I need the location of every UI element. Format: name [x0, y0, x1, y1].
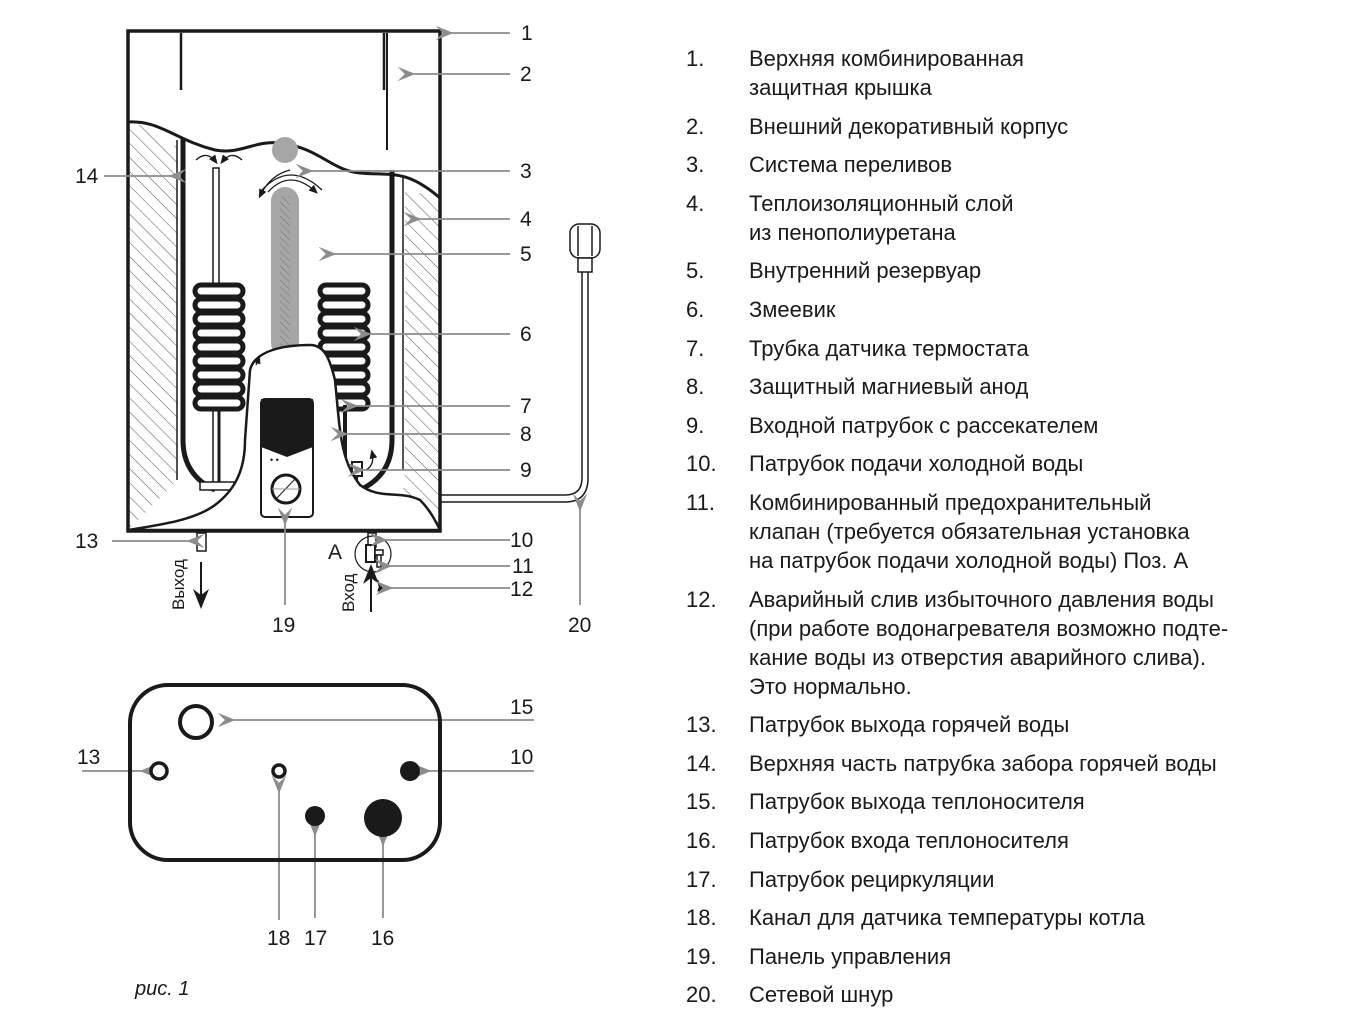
legend-item: 19.Панель управления: [686, 943, 952, 969]
svg-text:• •: • •: [270, 455, 279, 465]
legend-item: 11.Комбинированный предохранительный кла…: [686, 489, 1190, 573]
legend-item: 18.Канал для датчика температуры котла: [686, 905, 1145, 931]
control-panel: • •: [127, 343, 443, 532]
cold-water-inlet-hole: [400, 761, 420, 781]
callout-6: 6: [520, 323, 532, 346]
safety-valve: [354, 532, 392, 612]
callout-1: 1: [521, 22, 533, 45]
callout-7: 7: [520, 395, 532, 418]
power-cord: [440, 223, 601, 503]
legend-item: 1.Верхняя комбинированная защитная крышк…: [686, 46, 1024, 100]
hot-water-outlet-hole: [149, 761, 169, 781]
legend-item: 14.Верхняя часть патрубка забора горячей…: [686, 750, 1217, 776]
callout-9: 9: [520, 459, 532, 482]
legend-item: 4.Теплоизоляционный слой из пенополиурет…: [686, 190, 1014, 245]
legend-item: 13.Патрубок выхода горячей воды: [686, 712, 1070, 738]
legend-item: 7.Трубка датчика термостата: [686, 335, 1029, 361]
bottom-callout-15: 15: [510, 696, 533, 719]
callout-8: 8: [520, 423, 532, 446]
bottom-callout-16: 16: [371, 927, 394, 950]
legend-item: 2.Внешний декоративный корпус: [686, 113, 1069, 139]
sensor-channel-hole: [271, 763, 287, 779]
outlet-label: Выход: [169, 559, 188, 610]
legend-item: 16.Патрубок входа теплоносителя: [686, 827, 1069, 853]
water-heater-diagram: • •: [75, 22, 601, 1000]
callout-14: 14: [75, 165, 99, 188]
callout-10: 10: [510, 529, 533, 552]
legend-item: 17.Патрубок рециркуляции: [686, 866, 995, 892]
callout-20: 20: [568, 614, 591, 637]
leader-lines: [82, 25, 588, 920]
legend-item: 20.Сетевой шнур: [686, 982, 894, 1008]
position-a-label: A: [328, 541, 342, 564]
legend-item: 8.Защитный магниевый анод: [686, 374, 1029, 400]
recirculation-hole: [305, 806, 325, 826]
heating-inlet-hole: [364, 799, 402, 837]
callout-13: 13: [75, 530, 98, 553]
inlet-label: Вход: [339, 573, 358, 612]
callout-2: 2: [520, 63, 532, 86]
callout-5: 5: [520, 243, 532, 266]
insulation-layer: [128, 122, 440, 530]
callout-4: 4: [520, 208, 532, 231]
legend-item: 15.Патрубок выхода теплоносителя: [686, 789, 1085, 815]
callout-19: 19: [272, 614, 295, 637]
callout-11: 11: [512, 555, 534, 578]
figure-caption: рис. 1: [134, 978, 189, 1000]
legend-item: 12.Аварийный слив избыточного давления в…: [686, 586, 1229, 699]
legend-item: 3.Система переливов: [686, 152, 953, 178]
legend-item: 5.Внутренний резервуар: [686, 258, 982, 284]
bottom-callout-13: 13: [77, 746, 100, 769]
magnesium-anode: [271, 187, 299, 357]
legend-item: 9.Входной патрубок с рассекателем: [686, 412, 1099, 438]
outlet-pipe: [193, 532, 209, 609]
heating-outlet-hole: [178, 704, 214, 740]
callout-3: 3: [520, 160, 532, 183]
bottom-callout-18: 18: [267, 927, 290, 950]
legend-item: 6.Змеевик: [686, 296, 836, 322]
legend-item: 10.Патрубок подачи холодной воды: [686, 451, 1084, 477]
parts-legend: 1.Верхняя комбинированная защитная крышк…: [686, 44, 1356, 1019]
callout-12: 12: [510, 578, 533, 601]
bottom-callout-17: 17: [304, 927, 327, 950]
bottom-callout-10: 10: [510, 746, 533, 769]
bottom-view: [128, 683, 442, 862]
